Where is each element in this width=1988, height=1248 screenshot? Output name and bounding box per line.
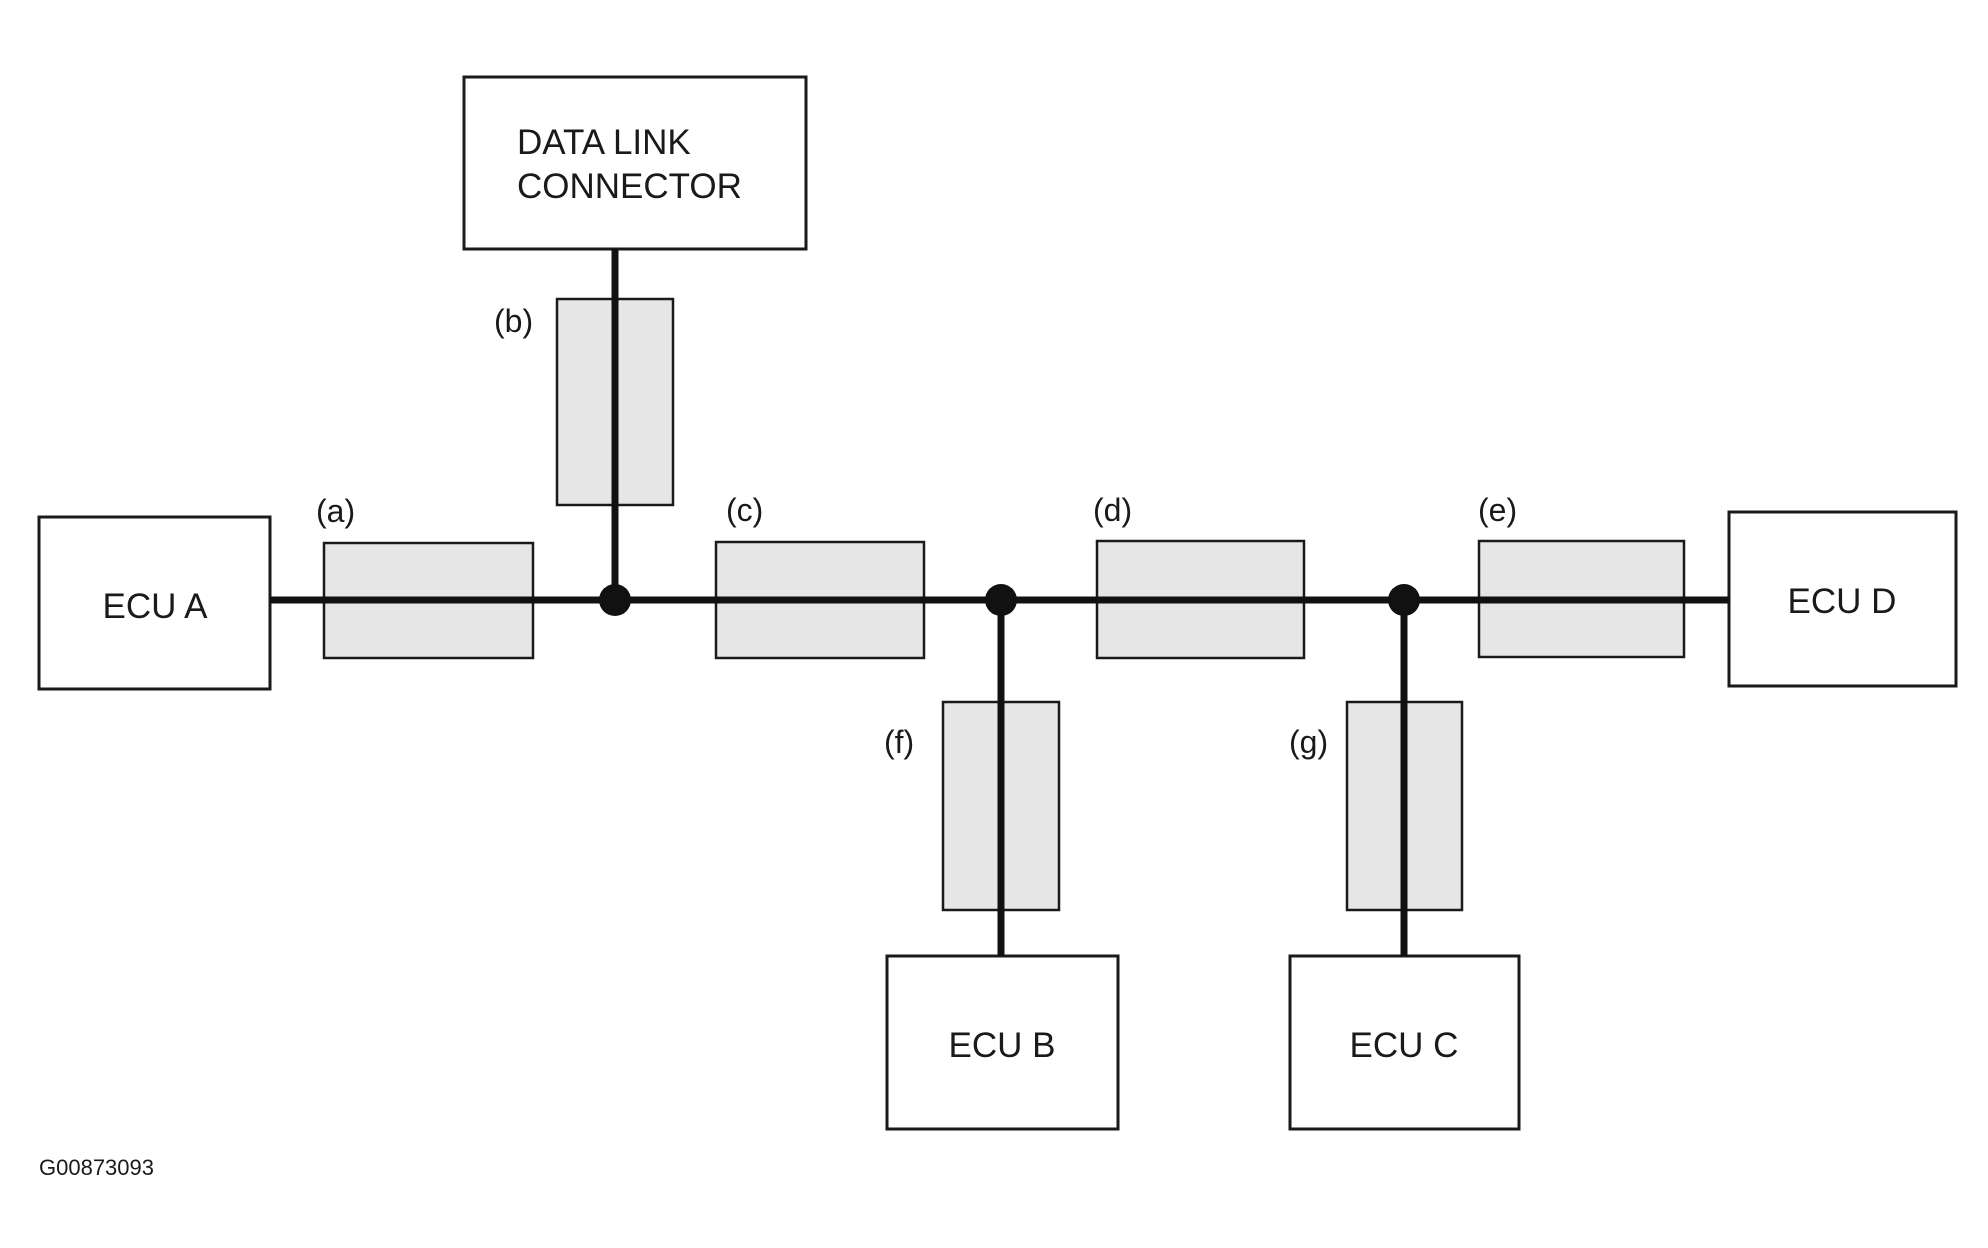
junction-node-1	[599, 584, 631, 616]
segment-a-label: (a)	[316, 493, 355, 529]
figure-id: G00873093	[39, 1155, 154, 1180]
data-link-connector-box	[462, 75, 808, 251]
segment-g-label: (g)	[1289, 724, 1328, 760]
ecu-a-label: ECU A	[102, 587, 208, 626]
segment-f-label: (f)	[884, 724, 914, 760]
segment-b-label: (b)	[494, 303, 533, 339]
dlc-label-line1: DATA LINK	[517, 123, 691, 162]
ecu-d-box	[1727, 510, 1958, 688]
ecu-b-box	[885, 954, 1120, 1131]
junction-node-3	[1388, 584, 1420, 616]
dlc-label-line2: CONNECTOR	[517, 167, 742, 206]
segment-c-label: (c)	[726, 492, 763, 528]
segment-d-label: (d)	[1093, 492, 1132, 528]
ecu-a-box	[37, 515, 272, 691]
ecu-b-label: ECU B	[949, 1026, 1056, 1065]
segment-e-label: (e)	[1478, 492, 1517, 528]
junction-node-2	[985, 584, 1017, 616]
ecu-c-label: ECU C	[1350, 1026, 1459, 1065]
ecu-c-box	[1288, 954, 1521, 1131]
ecu-d-label: ECU D	[1788, 582, 1897, 621]
